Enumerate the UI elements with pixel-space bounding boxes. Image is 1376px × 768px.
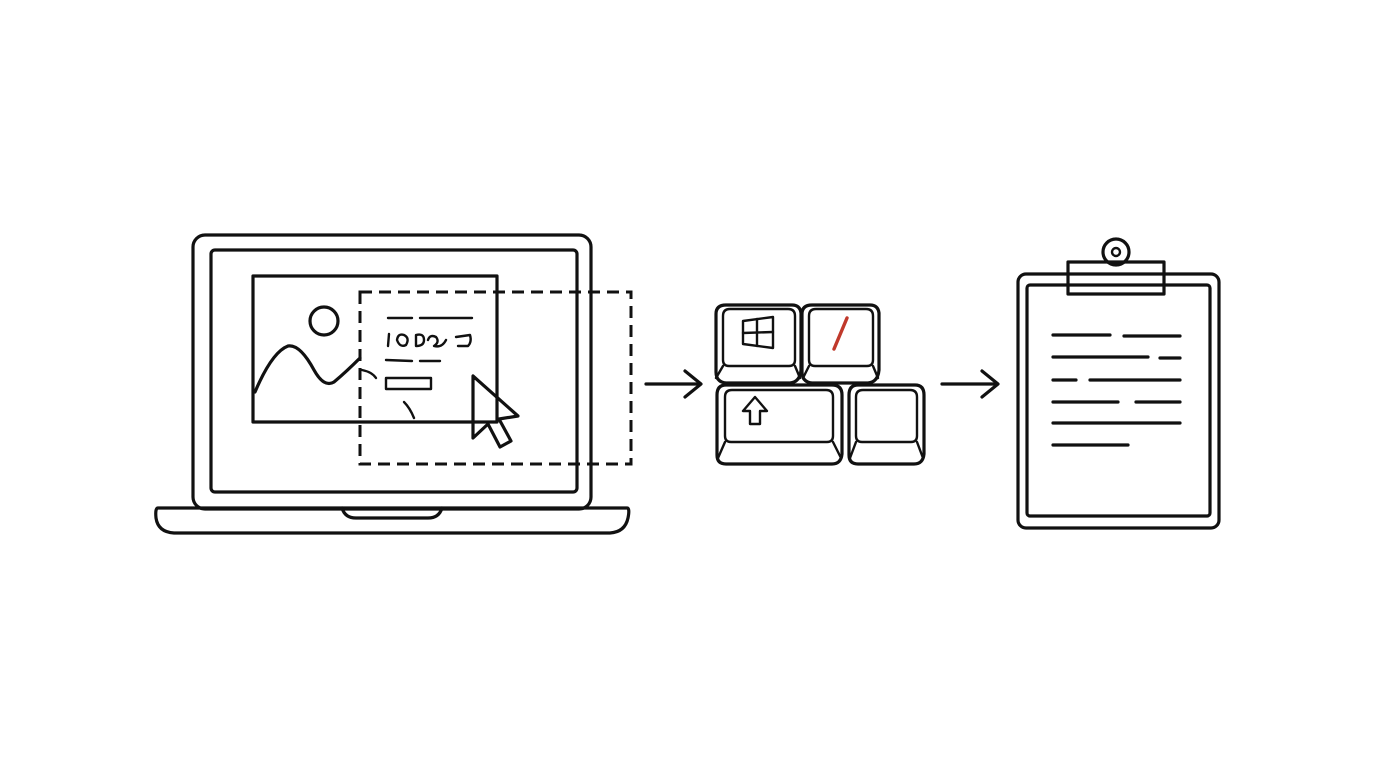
shift-arrow-icon <box>741 395 769 426</box>
window-button <box>384 376 433 391</box>
window-text-line <box>384 358 442 363</box>
window-frame <box>251 274 499 424</box>
mouse-cursor-icon <box>471 374 520 449</box>
laptop-screen <box>209 248 579 494</box>
shift-key[interactable] <box>715 383 844 466</box>
windows-logo-icon <box>741 315 775 350</box>
clipboard-text-lines <box>1051 333 1182 447</box>
slash-icon <box>832 316 849 351</box>
clipboard-clip-hole <box>1110 246 1122 258</box>
slash-key[interactable] <box>800 303 881 385</box>
blank-key[interactable] <box>847 383 926 466</box>
laptop-notch <box>340 506 444 520</box>
window-tail-line <box>402 400 416 420</box>
windows-key[interactable] <box>714 303 803 385</box>
clipboard-board <box>1016 272 1221 530</box>
window-text-line <box>360 368 378 380</box>
screen-snip-selection <box>358 290 633 466</box>
arrow-right-icon <box>644 369 703 399</box>
laptop-base <box>154 506 631 535</box>
arrow-right-icon <box>940 369 1000 399</box>
clipboard-paper <box>1025 283 1212 518</box>
window-scribble-text <box>386 332 472 348</box>
keyboard-shortcut-keys <box>714 303 926 466</box>
mountain-icon <box>253 344 362 394</box>
sun-icon <box>308 305 340 337</box>
screen-window <box>251 274 499 424</box>
clipboard-clip <box>1066 260 1166 296</box>
clipboard-clip-ring <box>1101 237 1131 267</box>
laptop-icon <box>154 233 631 535</box>
clipboard-icon <box>1016 237 1221 530</box>
